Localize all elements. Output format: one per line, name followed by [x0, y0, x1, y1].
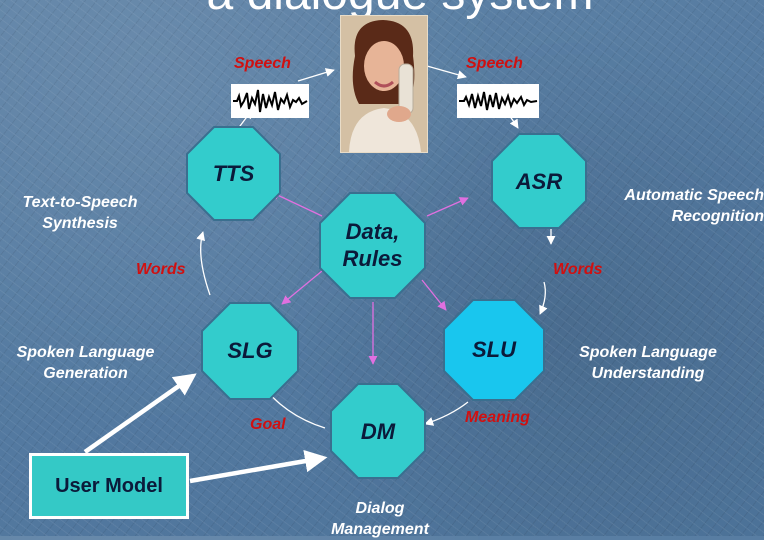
arrow-words-to-slu	[539, 281, 548, 315]
dm-description: Dialog Management	[331, 500, 429, 538]
arrow-user-model-to-dm	[189, 449, 328, 484]
asr-node	[491, 133, 587, 229]
arrow-speech-to-user	[297, 68, 335, 82]
speech-label-left: Speech	[234, 55, 291, 72]
data-rules-node	[319, 192, 426, 299]
arrow-rules-to-asr	[426, 197, 469, 217]
slu-label: SLU	[472, 337, 516, 362]
slu-node	[443, 299, 545, 401]
tts-label: TTS	[212, 161, 255, 186]
dm-node	[330, 383, 426, 479]
data-rules-line-1: Data,	[345, 219, 400, 244]
arrow-slu-to-dm	[424, 401, 469, 426]
tts-description: Text-to-Speech Synthesis	[22, 194, 138, 232]
arrow-slg-to-tts	[196, 231, 211, 296]
arrow-user-to-speech	[426, 65, 467, 80]
arrow-rules-to-tts	[270, 191, 323, 217]
arrow-user-model-to-slg	[83, 373, 197, 454]
meaning-label: Meaning	[465, 409, 530, 426]
user-photo	[340, 15, 428, 153]
words-label-left: Words	[136, 261, 186, 278]
user-model-box: User Model	[29, 453, 189, 519]
speech-label-right: Speech	[466, 55, 523, 72]
person-on-phone-icon	[341, 16, 427, 152]
slg-label: SLG	[227, 338, 273, 363]
slg-description: Spoken Language Generation	[16, 344, 155, 382]
speech-waveform-right	[457, 84, 539, 118]
arrow-rules-to-slu	[421, 279, 447, 311]
goal-label: Goal	[250, 416, 286, 433]
tts-node	[186, 126, 281, 221]
slg-node	[201, 302, 299, 400]
data-rules-label: Data, Rules	[320, 218, 425, 272]
slide-title: a dialogue system	[190, 0, 610, 21]
asr-description: Automatic Speech Recognition	[624, 187, 764, 225]
slu-description: Spoken Language Understanding	[579, 344, 717, 382]
arrow-rules-to-slg	[281, 270, 323, 305]
data-rules-line-2: Rules	[342, 246, 403, 271]
words-label-right: Words	[553, 261, 603, 278]
speech-waveform-left	[231, 84, 309, 118]
dm-label: DM	[360, 419, 396, 444]
asr-label: ASR	[515, 169, 563, 194]
